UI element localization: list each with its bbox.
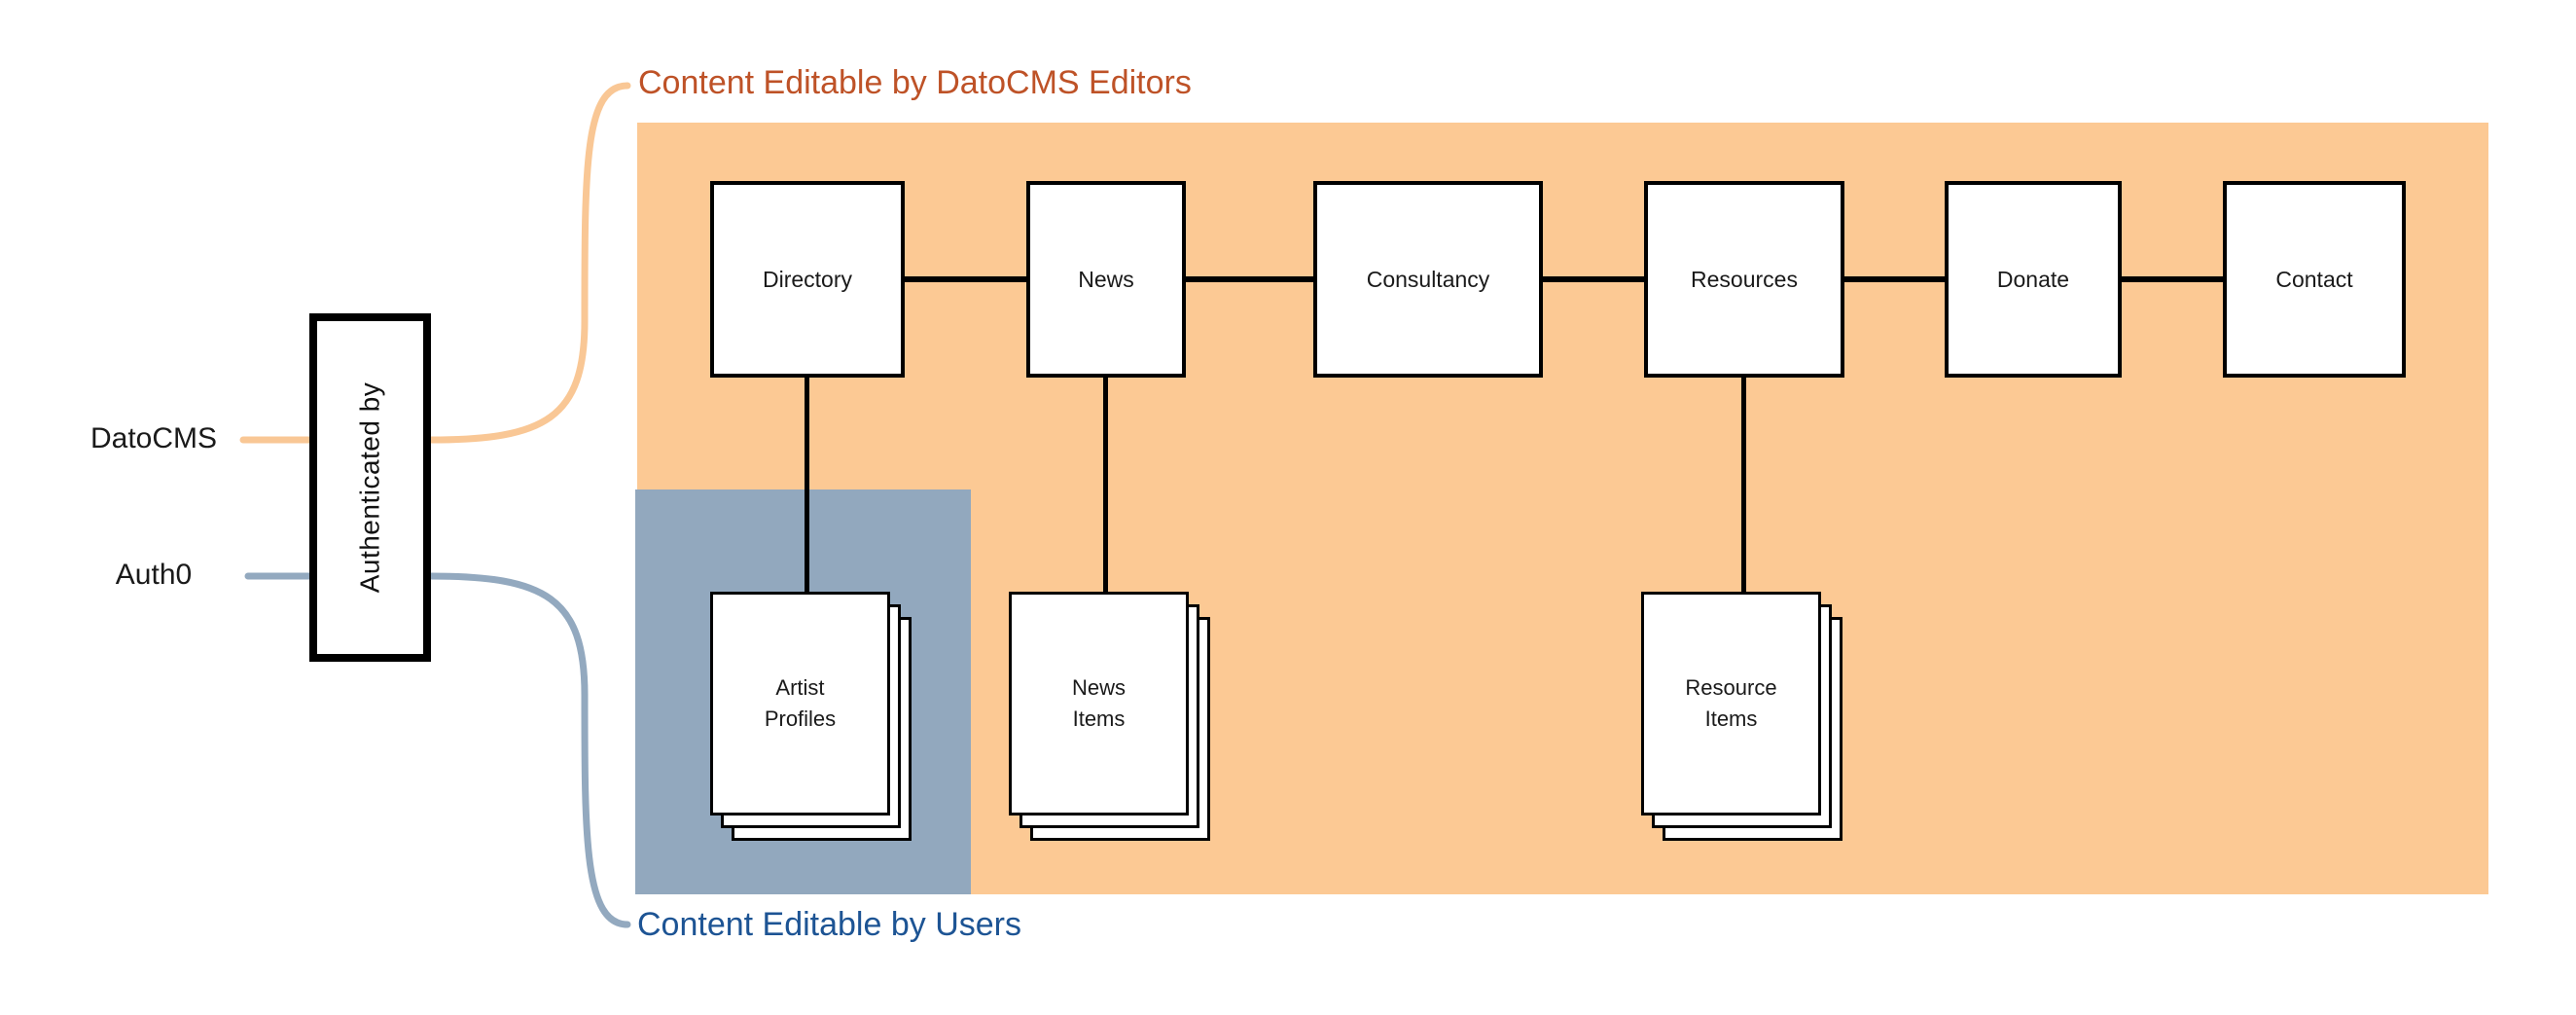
page-box-donate: Donate [1945, 181, 2122, 378]
collection-stack-resource-items: Resource Items [1641, 592, 1843, 841]
collection-label-news-items: News Items [1071, 675, 1126, 731]
page-box-resources-label: Resources [1691, 266, 1798, 292]
connector-news-consultancy [1184, 276, 1315, 282]
page-box-news-label: News [1078, 266, 1134, 292]
collection-stack-news-items: News Items [1009, 592, 1210, 841]
editors-region-title: Content Editable by DatoCMS Editors [638, 64, 1192, 101]
auth0-curve [427, 572, 631, 928]
collection-stack-artist-profiles: Artist Profiles [710, 592, 912, 841]
stack-sheet-front: Artist Profiles [710, 592, 890, 816]
connector-resources-resource-items [1741, 376, 1746, 596]
connector-news-news-items [1103, 376, 1108, 596]
collection-label-artist-profiles: Artist Profiles [764, 675, 837, 731]
connector-resources-donate [1843, 276, 1947, 282]
page-box-consultancy-label: Consultancy [1366, 266, 1490, 292]
page-box-news: News [1026, 181, 1186, 378]
page-box-directory-label: Directory [762, 266, 852, 292]
page-box-consultancy: Consultancy [1313, 181, 1543, 378]
stack-sheet-front: News Items [1009, 592, 1189, 816]
page-box-contact: Contact [2223, 181, 2406, 378]
collection-label-resource-items: Resource Items [1685, 675, 1777, 731]
connector-consultancy-resources [1541, 276, 1646, 282]
datocms-curve [427, 82, 631, 444]
auth0-label: Auth0 [115, 559, 193, 591]
datocms-label: DatoCMS [89, 422, 218, 454]
connector-directory-news [903, 276, 1028, 282]
connector-directory-artist-profiles [805, 376, 809, 596]
connector-donate-contact [2120, 276, 2225, 282]
page-box-donate-label: Donate [1996, 266, 2070, 292]
auth-box: Authenticated by [309, 313, 431, 662]
stack-sheet-front: Resource Items [1641, 592, 1821, 816]
page-box-directory: Directory [710, 181, 905, 378]
users-region-title: Content Editable by Users [637, 906, 1021, 943]
page-box-resources: Resources [1644, 181, 1844, 378]
page-box-contact-label: Contact [2275, 266, 2353, 292]
auth-box-label: Authenticated by [354, 381, 385, 594]
